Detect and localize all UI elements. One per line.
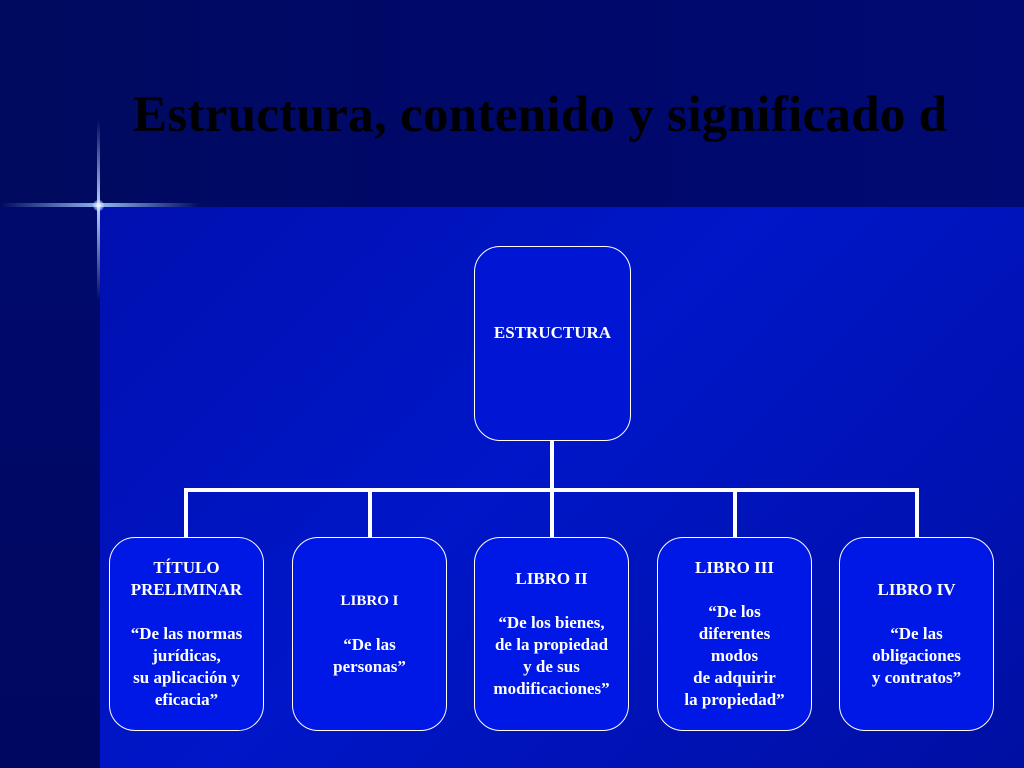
title-area: Estructura, contenido y significado d <box>0 0 1024 207</box>
node-description-line: su aplicación y <box>133 668 240 687</box>
child-node-libro-ii: LIBRO II “De los bienes, de la propiedad… <box>474 537 629 731</box>
child-node-libro-iii: LIBRO III “De los diferentes modos de ad… <box>657 537 812 731</box>
node-description-line: obligaciones <box>872 646 961 665</box>
node-description-line: de la propiedad <box>494 635 609 654</box>
node-description-line: personas” <box>333 657 406 676</box>
node-description-line: modificaciones” <box>493 679 610 698</box>
node-description-line: “De las <box>343 635 396 654</box>
node-description-line: y de sus <box>523 657 580 676</box>
node-heading-line: LIBRO I <box>340 593 399 609</box>
root-node-estructura: ESTRUCTURA <box>474 246 631 441</box>
node-description-line: “De los <box>708 602 761 621</box>
node-heading-line: TÍTULO <box>153 558 220 577</box>
node-heading-line: LIBRO II <box>515 569 588 588</box>
node-heading-line: PRELIMINAR <box>130 580 243 599</box>
node-description-line: la propiedad” <box>684 690 785 709</box>
child-node-titulo-preliminar: TÍTULO PRELIMINAR “De las normas jurídic… <box>109 537 264 731</box>
node-heading-line: LIBRO IV <box>877 580 956 599</box>
child-node-libro-i: LIBRO I “De las personas” <box>292 537 447 731</box>
node-description-line: de adquirir <box>693 668 776 687</box>
node-description-line: modos <box>710 646 759 665</box>
root-node-label: ESTRUCTURA <box>493 323 612 342</box>
node-description-line: jurídicas, <box>152 646 221 665</box>
header-background <box>0 0 1024 207</box>
node-description-line: “De los bienes, <box>498 613 605 632</box>
slide-title: Estructura, contenido y significado d <box>133 87 948 143</box>
left-margin-background <box>0 207 100 768</box>
node-description-line: diferentes <box>698 624 771 643</box>
node-heading-line: LIBRO III <box>695 558 774 577</box>
node-description-line: y contratos” <box>871 668 962 687</box>
node-description-line: eficacia” <box>154 690 219 709</box>
child-node-libro-iv: LIBRO IV “De las obligaciones y contrato… <box>839 537 994 731</box>
node-description-line: “De las <box>890 624 943 643</box>
light-flare-icon <box>93 200 104 211</box>
node-description-line: “De las normas <box>130 624 243 643</box>
